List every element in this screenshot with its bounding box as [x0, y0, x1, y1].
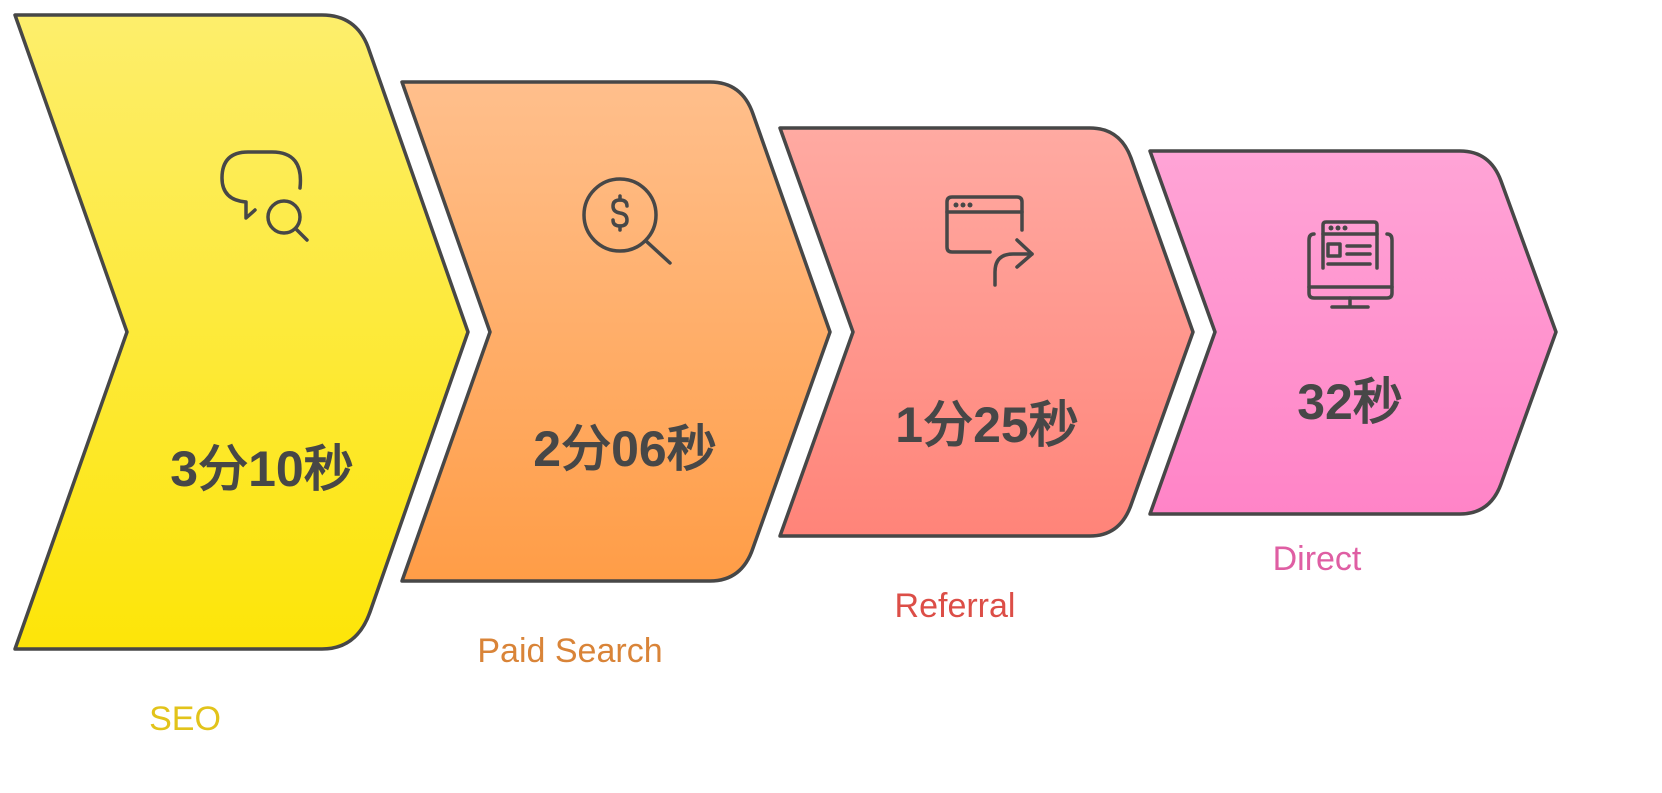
step-label: Direct	[1273, 540, 1362, 578]
chevron-shape	[13, 13, 470, 651]
browser-dots	[953, 202, 973, 208]
chevron-shape	[778, 126, 1195, 538]
step-value: 3分10秒	[170, 441, 353, 497]
browser-dots	[1328, 225, 1348, 231]
step-referral: 1分25秒 Referral	[778, 126, 1195, 625]
step-label: Paid Search	[477, 632, 662, 670]
chevron-shape	[400, 80, 832, 583]
step-seo: 3分10秒 SEO	[13, 13, 470, 738]
dollar-search-icon	[582, 177, 672, 265]
browser-redirect-icon	[945, 195, 1034, 287]
step-value: 2分06秒	[533, 421, 716, 477]
step-value: 1分25秒	[895, 397, 1078, 453]
step-paid-search: 2分06秒 Paid Search	[400, 80, 832, 670]
step-label: SEO	[149, 700, 221, 738]
step-label: Referral	[895, 587, 1016, 625]
chat-search-icon	[220, 150, 309, 242]
step-value: 32秒	[1297, 374, 1403, 430]
desktop-browser-icon	[1307, 220, 1394, 309]
step-direct: 32秒 Direct	[1148, 149, 1558, 578]
chevron-shape	[1148, 149, 1558, 516]
